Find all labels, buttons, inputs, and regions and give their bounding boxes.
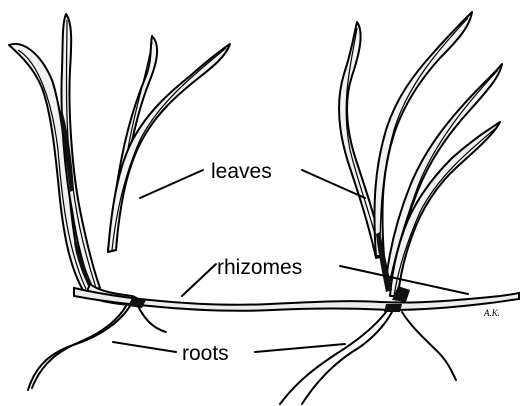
root <box>402 312 456 380</box>
label-leaves: leaves <box>211 160 272 183</box>
root <box>32 306 126 388</box>
label-roots: roots <box>182 342 229 365</box>
leader-line-roots-left <box>113 342 176 352</box>
leader-line-roots-right <box>255 344 345 352</box>
label-rhizomes: rhizomes <box>217 256 302 279</box>
leaf <box>374 12 472 256</box>
leader-line-rhizomes-left <box>182 264 216 296</box>
leader-line-leaves-left <box>140 170 203 198</box>
roots <box>28 306 456 404</box>
artist-signature: A.K. <box>483 308 500 318</box>
left-plant <box>9 14 230 306</box>
root <box>28 306 130 390</box>
right-plant <box>339 12 502 302</box>
root <box>138 306 166 332</box>
root <box>302 312 392 404</box>
rhizome-node <box>384 304 402 312</box>
root <box>280 312 386 404</box>
